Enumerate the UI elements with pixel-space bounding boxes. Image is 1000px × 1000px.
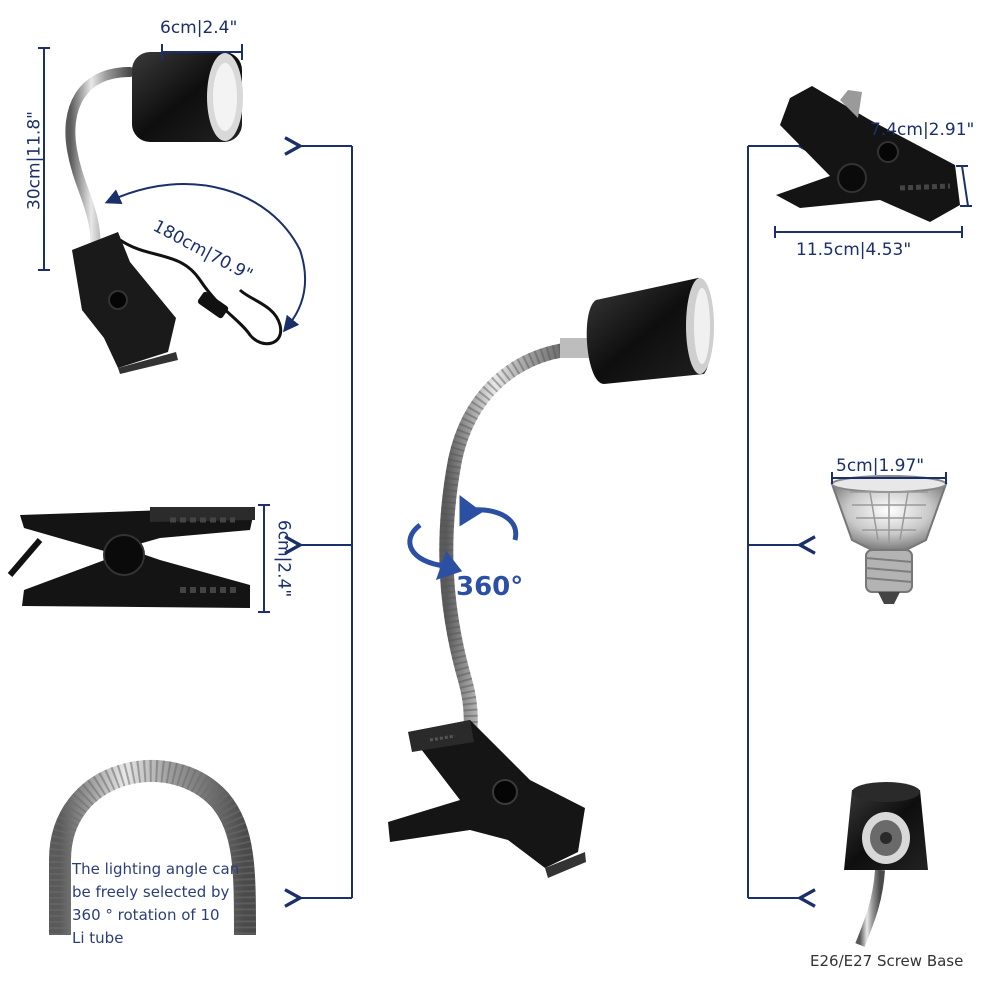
note-line-1: The lighting angle can	[72, 860, 240, 878]
socket-icon	[844, 782, 928, 947]
note-line-3: 360 ° rotation of 10	[72, 906, 220, 924]
gooseneck-height-label: 30cm|11.8"	[24, 111, 45, 210]
gooseneck-closeup-icon	[49, 760, 256, 936]
clip-length-dimension	[774, 226, 963, 238]
cord-length-arc	[104, 183, 307, 333]
bulb-width-dimension	[831, 472, 947, 484]
clip-height-label: 7.4cm|2.91"	[870, 120, 975, 140]
clamp-side-icon	[7, 507, 255, 608]
lamp-top-left-icon	[65, 52, 283, 374]
clip-opening-dimension	[258, 504, 270, 613]
clip-height-dimension	[956, 165, 972, 207]
gooseneck-height-dimension	[38, 47, 50, 271]
main-lamp-icon	[388, 278, 714, 878]
head-width-label: 6cm|2.4"	[160, 18, 238, 38]
left-callout-bracket	[300, 146, 353, 898]
clamp-top-right-icon	[776, 86, 960, 222]
screw-base-label: E26/E27 Screw Base	[810, 952, 964, 970]
clip-opening-label: 6cm|2.4"	[273, 519, 294, 598]
clip-length-label: 11.5cm|4.53"	[796, 240, 912, 260]
bulb-width-label: 5cm|1.97"	[836, 456, 925, 476]
note-line-4: Li tube	[72, 929, 124, 947]
right-callout-bracket	[747, 146, 800, 898]
rotation-label: 360°	[456, 572, 524, 602]
note-line-2: be freely selected by	[72, 883, 230, 901]
rotation-arrow-icon	[407, 495, 519, 580]
head-width-dimension	[161, 44, 243, 60]
bulb-icon	[830, 475, 948, 604]
lighting-angle-note: The lighting angle can be freely selecte…	[72, 858, 247, 950]
